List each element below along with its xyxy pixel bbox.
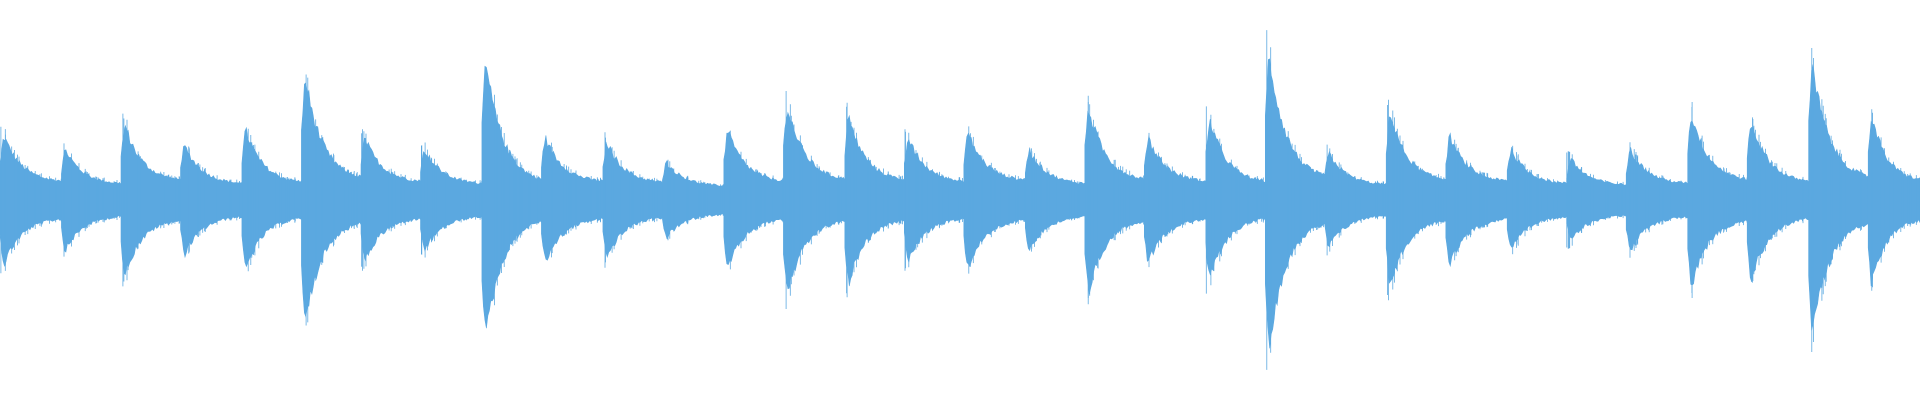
waveform-segment — [1385, 116, 1447, 284]
waveform-segment — [180, 145, 243, 259]
waveform-segment — [1324, 151, 1387, 248]
waveform-segment — [723, 131, 784, 266]
waveform-segment — [1746, 126, 1809, 283]
waveform-segment — [904, 138, 965, 263]
waveform-segment — [360, 137, 421, 262]
waveform-segment — [301, 82, 362, 318]
waveform-segment — [481, 65, 542, 329]
waveform-segment — [1687, 119, 1748, 286]
waveform-segment — [1144, 134, 1207, 262]
waveform-segment — [783, 111, 846, 290]
waveform-segment — [1867, 120, 1920, 287]
waveform-segment — [662, 160, 725, 240]
waveform-bars — [0, 30, 1920, 370]
waveform-segment — [61, 149, 122, 253]
waveform-segment — [541, 135, 604, 261]
waveform-segment — [0, 138, 62, 267]
waveform-segment — [1808, 64, 1869, 331]
waveform-segment — [420, 151, 483, 252]
